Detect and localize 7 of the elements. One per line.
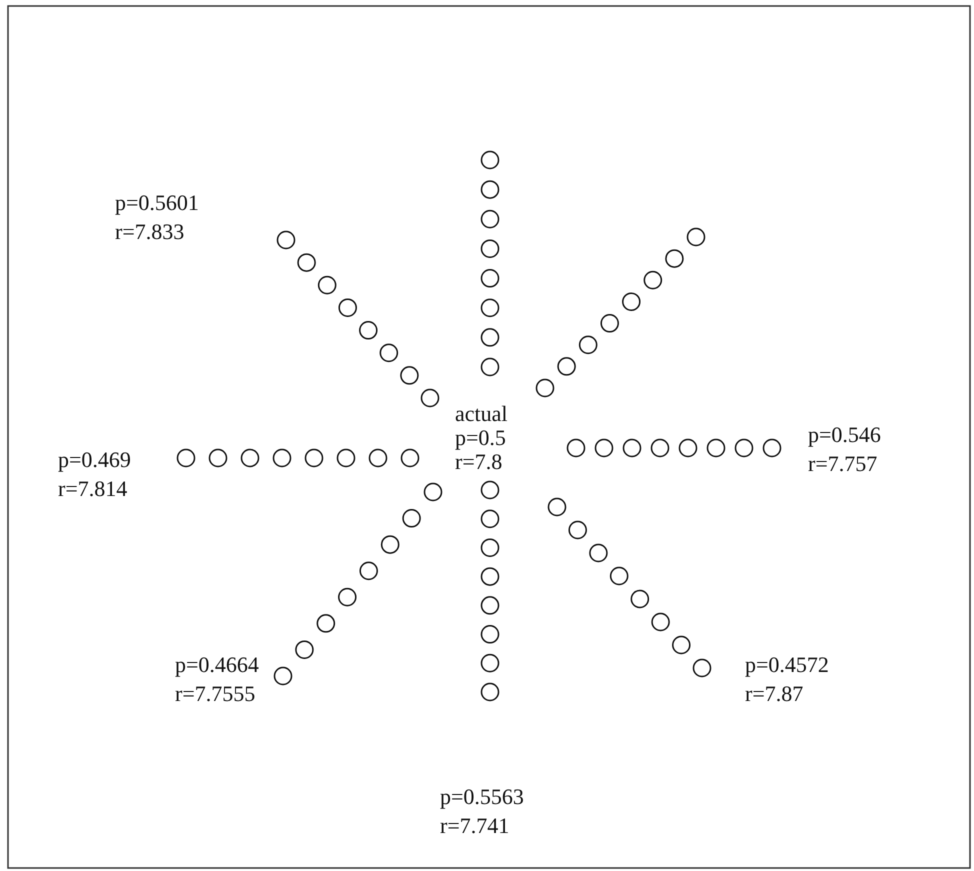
parameter-label: p=0.5601 r=7.833 — [115, 189, 199, 246]
parameter-label: p=0.5563 r=7.741 — [440, 783, 524, 840]
parameter-label: p=0.469 r=7.814 — [58, 446, 131, 503]
parameter-label: p=0.4572 r=7.87 — [745, 651, 829, 708]
parameter-label: p=0.4664 r=7.7555 — [175, 651, 259, 708]
parameter-label: p=0.546 r=7.757 — [808, 421, 881, 478]
parameter-label: actual p=0.5 r=7.8 — [455, 402, 508, 474]
